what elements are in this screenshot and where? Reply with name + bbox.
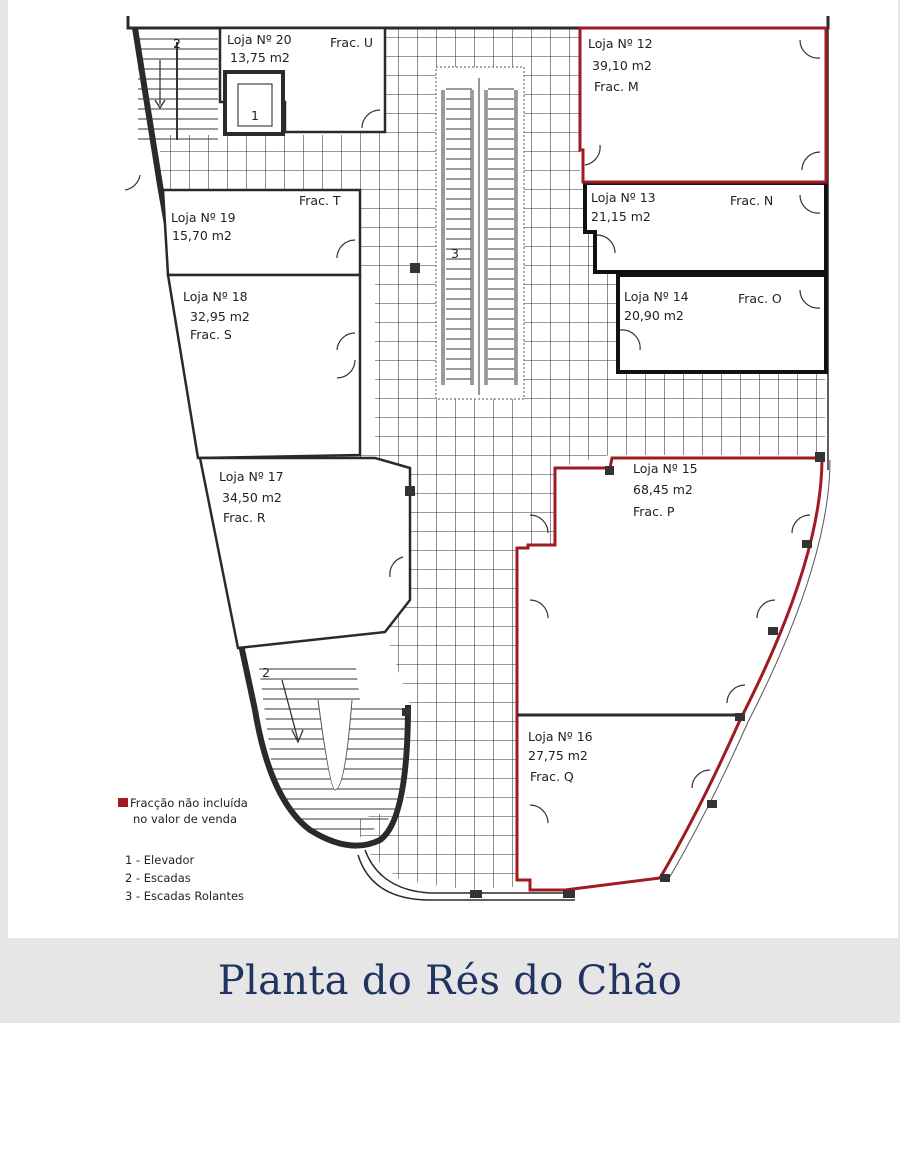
svg-text:39,10 m2: 39,10 m2 [592,58,652,73]
svg-text:34,50 m2: 34,50 m2 [222,490,282,505]
legend-excluded-line1: Fracção não incluída [130,796,248,810]
unit-label-20: Loja Nº 20 13,75 m2 Frac. U [227,32,373,65]
svg-text:15,70 m2: 15,70 m2 [172,228,232,243]
shops-13-14 [583,181,828,374]
escalators [435,66,525,400]
svg-text:Frac. R: Frac. R [223,510,266,525]
caption-band: Planta do Rés do Chão [0,938,900,1023]
facade-line [667,459,831,881]
svg-text:Loja Nº 15: Loja Nº 15 [633,461,698,476]
excluded-shops [515,26,828,892]
svg-text:Frac. N: Frac. N [730,193,773,208]
door-swings [124,39,821,824]
unit-label-19: Loja Nº 19 15,70 m2 Frac. T [171,193,341,243]
unit-label-17: Loja Nº 17 34,50 m2 Frac. R [219,469,284,525]
excluded-swatch [118,798,128,807]
columns [405,263,825,898]
stairs-marker-top: 2 [173,36,181,51]
unit-label-13: Loja Nº 13 21,15 m2 Frac. N [591,190,773,224]
svg-text:Frac. U: Frac. U [330,35,373,50]
svg-text:68,45 m2: 68,45 m2 [633,482,693,497]
left-shops [161,26,412,650]
legend-stairs: 2 - Escadas [125,871,191,885]
page-title: Planta do Rés do Chão [217,957,683,1004]
svg-text:Loja Nº 12: Loja Nº 12 [588,36,653,51]
floor-plan-drawing: Loja Nº 12 39,10 m2 Frac. M Loja Nº 13 2… [118,16,831,903]
svg-text:20,90 m2: 20,90 m2 [624,308,684,323]
unit-label-18: Loja Nº 18 32,95 m2 Frac. S [183,289,250,342]
svg-text:Loja Nº 16: Loja Nº 16 [528,729,593,744]
svg-text:27,75 m2: 27,75 m2 [528,748,588,763]
unit-label-15: Loja Nº 15 68,45 m2 Frac. P [633,461,698,519]
svg-text:Frac. S: Frac. S [190,327,232,342]
stairs-bottom [258,660,410,838]
tiled-circulation-area [160,28,825,890]
svg-text:Loja Nº 18: Loja Nº 18 [183,289,248,304]
unit-label-12: Loja Nº 12 39,10 m2 Frac. M [588,36,653,94]
escalator-marker: 3 [451,246,459,261]
unit-label-16: Loja Nº 16 27,75 m2 Frac. Q [528,729,593,784]
svg-text:Frac. T: Frac. T [299,193,341,208]
svg-text:32,95 m2: 32,95 m2 [190,309,250,324]
elevator-marker: 1 [251,108,259,123]
svg-text:Loja Nº 19: Loja Nº 19 [171,210,236,225]
svg-text:21,15 m2: 21,15 m2 [591,209,651,224]
svg-text:Loja Nº 17: Loja Nº 17 [219,469,284,484]
legend: Fracção não incluída no valor de venda 1… [118,796,248,903]
svg-text:Loja Nº 13: Loja Nº 13 [591,190,656,205]
svg-text:Loja Nº 20: Loja Nº 20 [227,32,292,47]
svg-text:13,75 m2: 13,75 m2 [230,50,290,65]
svg-text:Loja Nº 14: Loja Nº 14 [624,289,689,304]
svg-text:Frac. P: Frac. P [633,504,675,519]
svg-text:Frac. O: Frac. O [738,291,782,306]
legend-escalators: 3 - Escadas Rolantes [125,889,244,903]
stairs-marker-bottom: 2 [262,665,270,680]
svg-text:Frac. M: Frac. M [594,79,639,94]
stairs-top-left [138,30,285,140]
svg-text:Frac. Q: Frac. Q [530,769,574,784]
legend-excluded-line2: no valor de venda [133,812,237,826]
legend-elevator: 1 - Elevador [125,853,195,867]
unit-label-14: Loja Nº 14 20,90 m2 Frac. O [624,289,782,323]
